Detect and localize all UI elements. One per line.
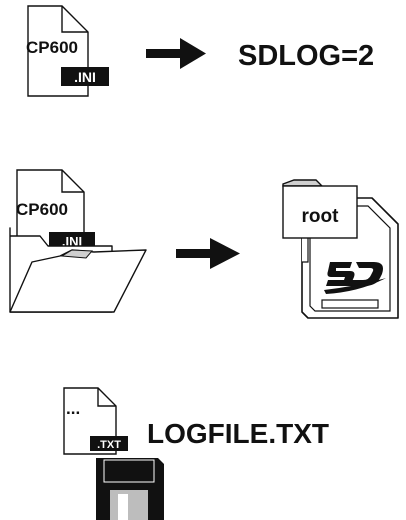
arrow-shaft <box>176 249 212 258</box>
step3-ext-tag <box>90 436 128 451</box>
root-folder-icon: root <box>282 179 358 239</box>
root-folder-body <box>282 185 358 239</box>
file-corner-fold <box>61 170 84 193</box>
floppy-shutter <box>110 490 148 520</box>
step3-ext-label: .TXT <box>97 439 121 451</box>
file-corner-fold <box>97 388 116 407</box>
arrow-head <box>180 38 206 69</box>
step3-file-content: ... <box>66 399 80 418</box>
file-corner-fold <box>61 6 88 33</box>
root-folder-label: root <box>302 206 340 227</box>
open-folder-icon <box>9 227 147 313</box>
arrow-shaft <box>146 49 182 58</box>
floppy-shutter-slot <box>118 494 128 520</box>
sd-logo-s <box>326 262 355 286</box>
sd-card-notch <box>302 235 309 263</box>
step2-ext-label: .INI <box>62 234 82 249</box>
folder-front <box>9 249 147 313</box>
step3-txt-file-icon: ... .TXT <box>63 387 128 455</box>
step1-ext-label: .INI <box>74 69 96 85</box>
sd-card-logo <box>324 262 386 294</box>
step1-file-name: CP600 <box>26 38 78 57</box>
step2-arrow <box>176 238 240 269</box>
floppy-disk-icon <box>96 458 164 520</box>
sd-card-inner <box>309 205 391 312</box>
folder-tab-highlight <box>60 249 94 259</box>
step1-ini-file-icon: CP600 .INI <box>26 5 109 97</box>
step1-arrow <box>146 38 206 69</box>
step1-setting-text: SDLOG=2 <box>238 40 374 72</box>
sd-logo-d <box>348 262 383 286</box>
step3-output-name: LOGFILE.TXT <box>147 418 329 449</box>
arrow-head <box>210 238 240 269</box>
sd-logo-swoosh <box>324 278 386 294</box>
step2-file-name: CP600 <box>16 200 68 219</box>
step1-ext-tag <box>61 67 109 86</box>
sd-card-contact-strip <box>321 299 379 309</box>
root-folder-tab <box>282 179 324 187</box>
floppy-label-area <box>103 459 155 483</box>
